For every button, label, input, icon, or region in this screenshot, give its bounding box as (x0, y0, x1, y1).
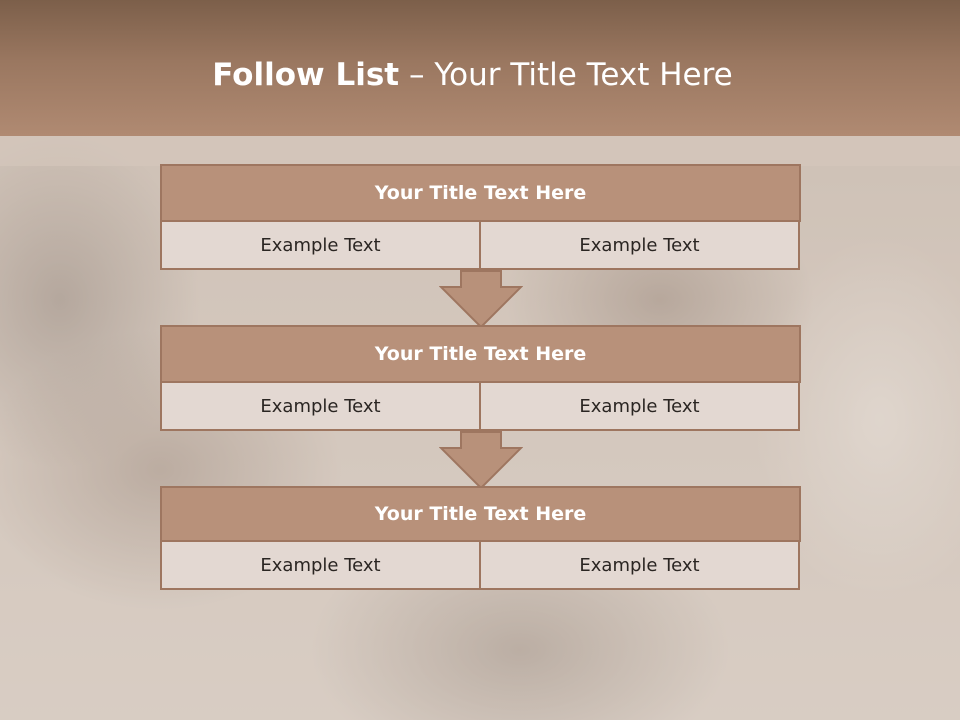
title-strip (0, 136, 960, 166)
slide-title: Follow List – Your Title Text Here (0, 52, 945, 98)
step-2: Your Title Text Here Example Text Exampl… (160, 325, 801, 431)
down-arrow-icon (439, 270, 523, 328)
step-cell-left: Example Text (160, 220, 481, 270)
step-1: Your Title Text Here Example Text Exampl… (160, 164, 801, 270)
title-bar (0, 0, 960, 136)
step-row: Example Text Example Text (160, 540, 801, 590)
down-arrow-icon (439, 431, 523, 489)
step-title: Your Title Text Here (160, 325, 801, 383)
step-cell-right: Example Text (479, 381, 800, 431)
step-3: Your Title Text Here Example Text Exampl… (160, 486, 801, 590)
step-cell-left: Example Text (160, 540, 481, 590)
step-cell-right: Example Text (479, 220, 800, 270)
step-title: Your Title Text Here (160, 164, 801, 222)
step-row: Example Text Example Text (160, 220, 801, 270)
step-cell-left: Example Text (160, 381, 481, 431)
step-title: Your Title Text Here (160, 486, 801, 542)
step-row: Example Text Example Text (160, 381, 801, 431)
step-cell-right: Example Text (479, 540, 800, 590)
slide-title-rest: – Your Title Text Here (399, 57, 733, 93)
slide-title-bold: Follow List (212, 57, 400, 93)
